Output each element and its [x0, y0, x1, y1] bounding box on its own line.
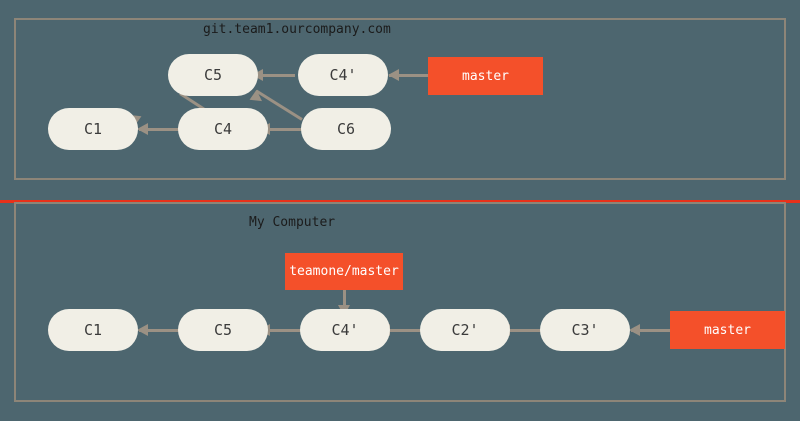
arrowhead-local-c5-to-c1: [137, 324, 148, 336]
commit-node-c6-remote[interactable]: C6: [301, 108, 391, 150]
edge-local-c4prime-to-c5: [261, 329, 303, 332]
arrowhead-c4-to-c1: [137, 123, 148, 135]
edge-local-c3prime-to-c2prime: [501, 329, 543, 332]
commit-label: C4': [331, 321, 359, 339]
commit-node-c4prime-remote[interactable]: C4': [298, 54, 388, 96]
edge-local-master-to-c3prime: [631, 329, 673, 332]
panel-local-repository: [14, 202, 786, 402]
commit-node-c4prime-local[interactable]: C4': [300, 309, 390, 351]
arrowhead-master-to-c4prime: [388, 69, 399, 81]
branch-label-text: teamone/master: [289, 264, 399, 279]
commit-node-c1-local[interactable]: C1: [48, 309, 138, 351]
panel-remote-repository: [14, 18, 786, 180]
commit-label: C1: [83, 321, 103, 339]
panel-title-local: My Computer: [249, 215, 336, 230]
commit-label: C4': [329, 66, 357, 84]
branch-label-text: master: [462, 68, 509, 84]
commit-node-c1-remote[interactable]: C1: [48, 108, 138, 150]
panel-title-remote: git.team1.ourcompany.com: [203, 22, 391, 37]
commit-node-c5-remote[interactable]: C5: [168, 54, 258, 96]
commit-label: C5: [213, 321, 233, 339]
edge-local-c2prime-to-c4prime: [381, 329, 423, 332]
commit-node-c2prime-local[interactable]: C2': [420, 309, 510, 351]
edge-local-c5-to-c1: [139, 329, 181, 332]
commit-node-c4-remote[interactable]: C4: [178, 108, 268, 150]
arrowhead-local-master-to-c3prime: [629, 324, 640, 336]
commit-label: C2': [451, 321, 479, 339]
edge-c4prime-to-c5: [253, 74, 295, 77]
commit-label: C6: [336, 120, 356, 138]
branch-label-text: master: [704, 322, 751, 338]
edge-c4-to-c1: [139, 128, 179, 131]
commit-node-c5-local[interactable]: C5: [178, 309, 268, 351]
branch-label-master-local[interactable]: master: [670, 311, 785, 349]
section-divider: [0, 200, 800, 203]
branch-label-teamone-master[interactable]: teamone/master: [285, 253, 403, 290]
edge-c6-to-c4: [261, 128, 303, 131]
branch-label-master-remote[interactable]: master: [428, 57, 543, 95]
edge-master-to-c4prime: [389, 74, 431, 77]
commit-label: C1: [83, 120, 103, 138]
commit-label: C3': [571, 321, 599, 339]
commit-label: C4: [213, 120, 233, 138]
commit-label: C5: [203, 66, 223, 84]
commit-node-c3prime-local[interactable]: C3': [540, 309, 630, 351]
edge-teamone-master-to-c4prime: [343, 289, 346, 315]
